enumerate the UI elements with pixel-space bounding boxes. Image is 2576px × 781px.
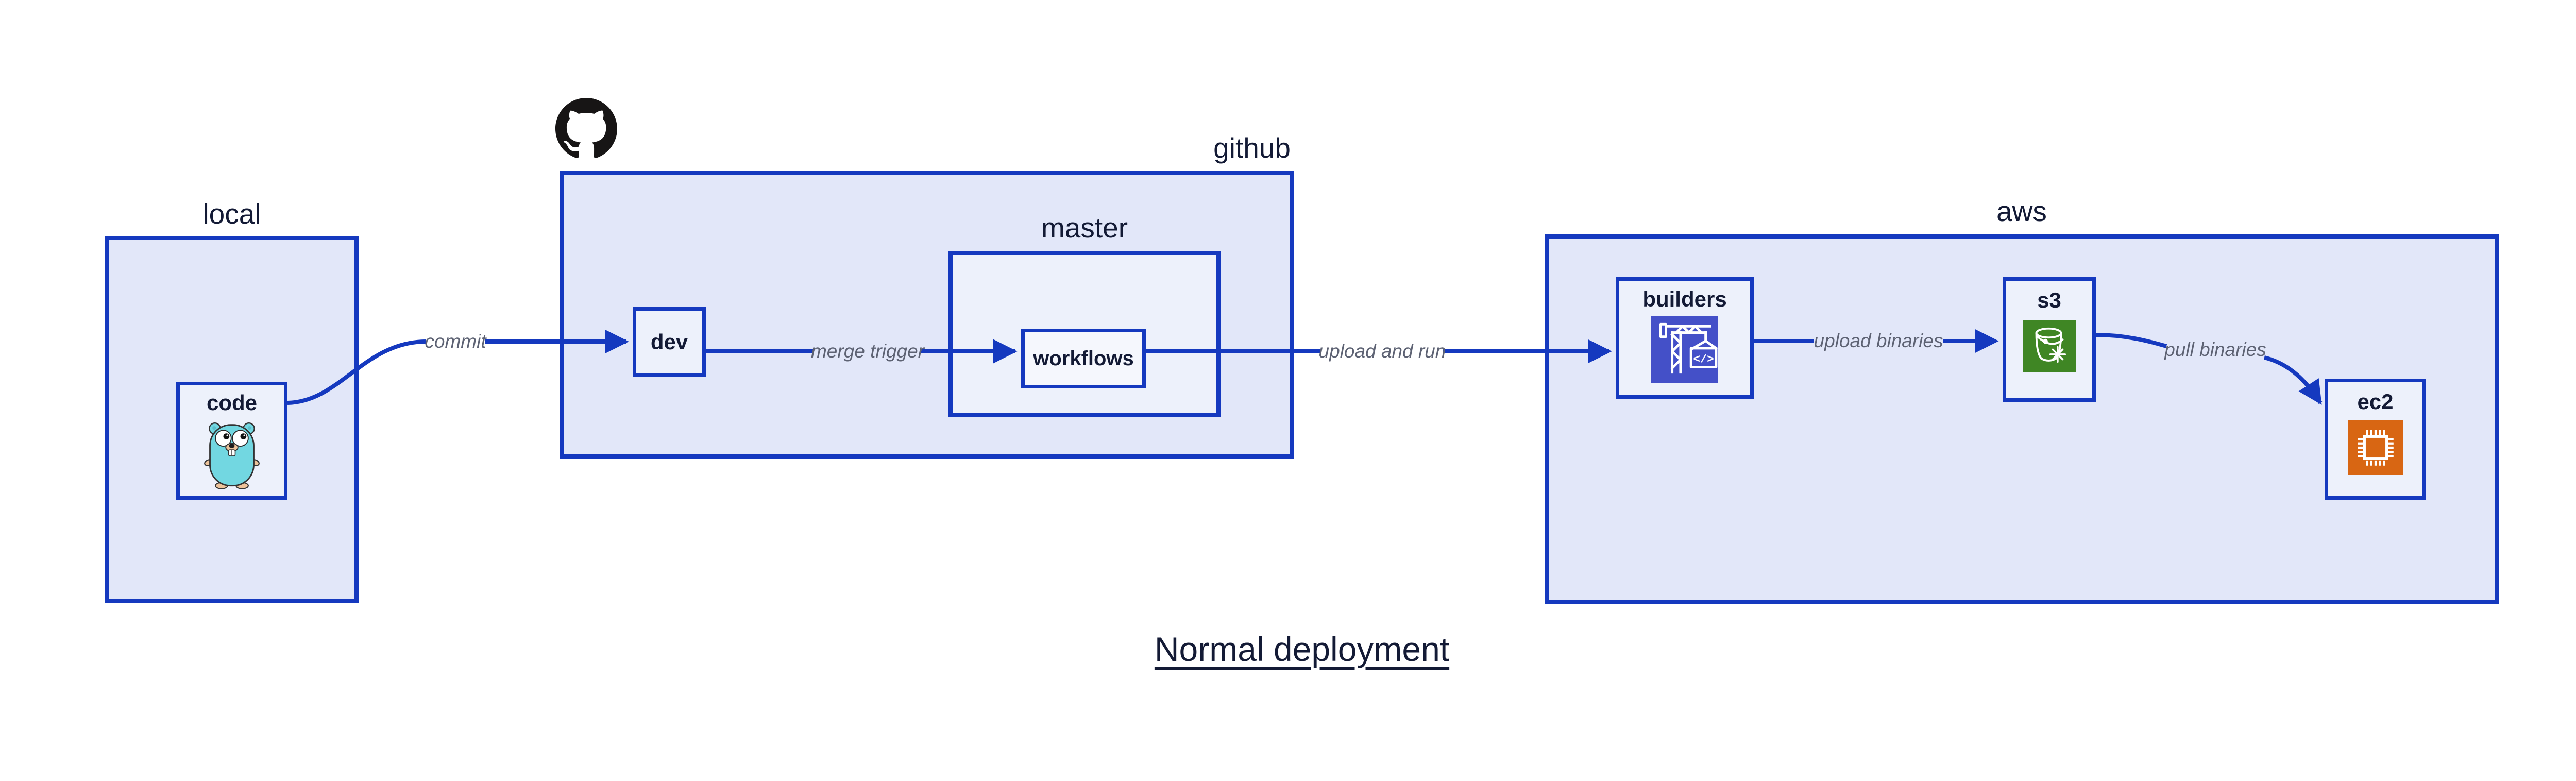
node-ec2-label: ec2 bbox=[2357, 389, 2394, 414]
node-builders-label: builders bbox=[1642, 287, 1727, 311]
diagram-title: Normal deployment bbox=[1154, 630, 1450, 668]
master-container-label: master bbox=[1041, 212, 1128, 244]
edge-commit-label: commit bbox=[425, 331, 486, 352]
aws-container-label: aws bbox=[1996, 195, 2047, 227]
go-gopher-icon bbox=[201, 416, 262, 492]
node-workflows-label: workflows bbox=[1033, 347, 1134, 370]
edge-upload-and-run-label: upload and run bbox=[1318, 341, 1446, 362]
github-container-label: github bbox=[1213, 132, 1291, 164]
node-code-label: code bbox=[206, 390, 258, 415]
node-dev: dev bbox=[633, 307, 706, 377]
svg-text:</>: </> bbox=[1693, 352, 1714, 366]
edge-merge-trigger-label: merge trigger bbox=[810, 341, 925, 362]
node-ec2: ec2 bbox=[2325, 379, 2426, 500]
node-dev-label: dev bbox=[650, 330, 688, 354]
node-builders: builders </> bbox=[1616, 277, 1754, 399]
github-octocat-icon bbox=[555, 98, 617, 162]
node-workflows: workflows bbox=[1021, 329, 1146, 388]
aws-ec2-chip-icon bbox=[2348, 420, 2403, 478]
node-s3-label: s3 bbox=[2037, 288, 2061, 312]
local-container-label: local bbox=[202, 198, 261, 230]
node-s3: s3 bbox=[2003, 277, 2096, 402]
aws-s3-glacier-bucket-icon bbox=[2023, 320, 2076, 375]
node-code: code bbox=[176, 382, 287, 500]
aws-codebuild-crane-icon: </> bbox=[1651, 316, 1718, 385]
edge-upload-binaries-label: upload binaries bbox=[1814, 330, 1943, 351]
edge-pull-binaries-label: pull binaries bbox=[2164, 339, 2266, 360]
